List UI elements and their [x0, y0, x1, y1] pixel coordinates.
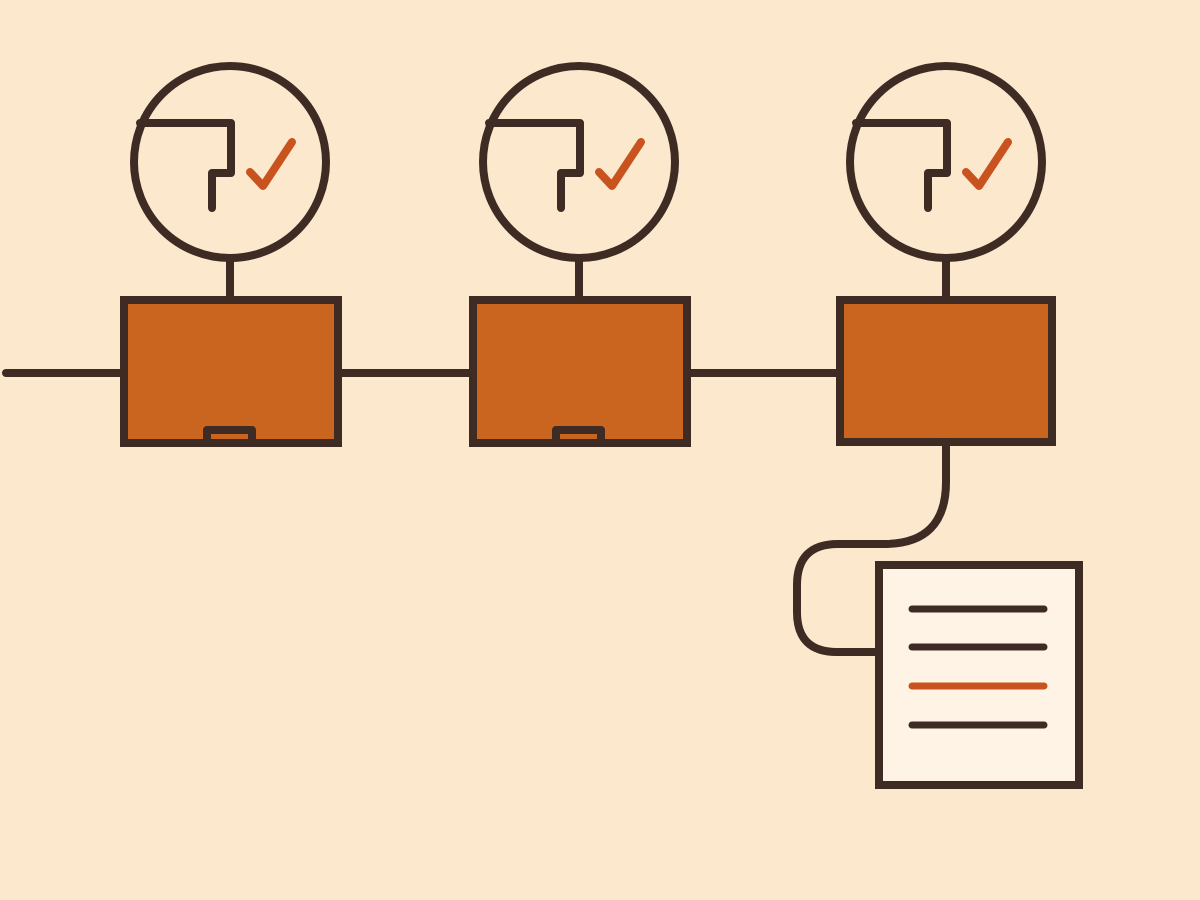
checkmark-icon — [595, 138, 645, 190]
document-sheet — [875, 561, 1083, 789]
gauge-needle — [485, 119, 584, 212]
block-notch — [203, 426, 256, 447]
gauge-icon — [130, 62, 330, 262]
gauge-icon — [479, 62, 679, 262]
pipeline-stage-3 — [836, 62, 1056, 446]
checkmark-icon — [246, 138, 296, 190]
checkmark-icon — [962, 138, 1012, 190]
stage-block — [120, 296, 342, 447]
stage-block — [469, 296, 691, 447]
pipeline-stage-1 — [120, 62, 342, 447]
gauge-needle — [852, 119, 951, 212]
gauge-icon — [846, 62, 1046, 262]
stage-block — [836, 296, 1056, 446]
output-cable — [793, 438, 950, 656]
block-notch — [552, 426, 605, 447]
gauge-needle — [136, 119, 235, 212]
pipeline-stage-2 — [469, 62, 691, 447]
document-icon — [875, 561, 1083, 789]
